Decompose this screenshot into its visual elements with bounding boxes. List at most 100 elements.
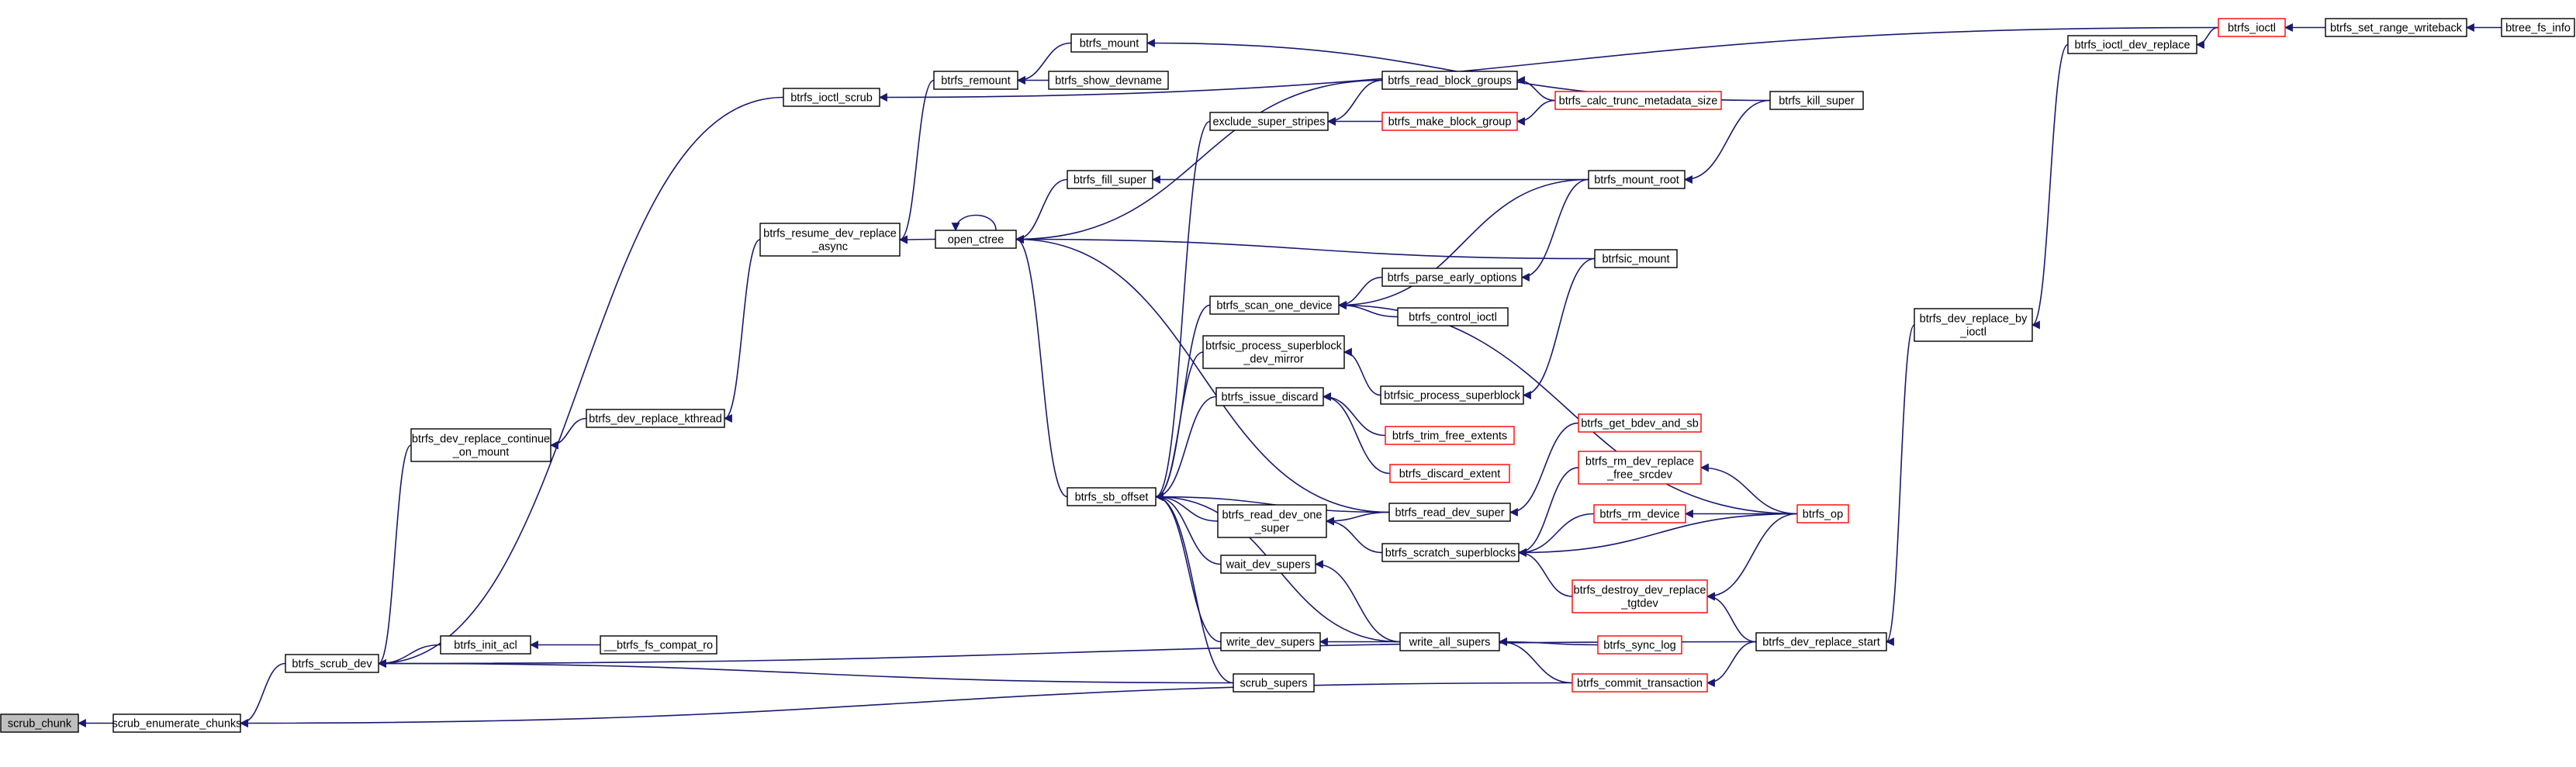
function-node-scrub-chunk[interactable]: scrub_chunk xyxy=(0,713,79,733)
function-node-btree-fs-info[interactable]: btree_fs_info xyxy=(2501,18,2575,37)
node-box[interactable] xyxy=(1399,632,1500,651)
node-box[interactable] xyxy=(2218,18,2286,37)
node-box[interactable] xyxy=(1233,673,1315,693)
function-node-btrfs-rm-device[interactable]: btrfs_rm_device xyxy=(1593,504,1686,523)
function-node-btrfs-calc-trunc-metadata-size[interactable]: btrfs_calc_trunc_metadata_size xyxy=(1554,91,1722,110)
node-box[interactable] xyxy=(1385,426,1515,445)
function-node-btrfs-dev-replace-continue-on-mount[interactable]: btrfs_dev_replace_continue_on_mount xyxy=(410,428,552,462)
node-box[interactable] xyxy=(600,635,717,655)
function-node-btrfs-parse-early-options[interactable]: btrfs_parse_early_options xyxy=(1381,268,1523,287)
node-box[interactable] xyxy=(440,635,531,655)
function-node-btrfs-dev-replace-by-ioctl[interactable]: btrfs_dev_replace_by_ioctl xyxy=(1914,308,2033,342)
node-box[interactable] xyxy=(1593,504,1686,523)
function-node-btrfs-ioctl-scrub[interactable]: btrfs_ioctl_scrub xyxy=(783,88,880,107)
function-node-btrfsic-mount[interactable]: btrfsic_mount xyxy=(1594,249,1678,268)
node-box[interactable] xyxy=(1070,33,1148,53)
node-box[interactable] xyxy=(1554,91,1722,110)
function-node-btrfs-get-bdev-and-sb[interactable]: btrfs_get_bdev_and_sb xyxy=(1578,413,1702,433)
function-node-btrfs-destroy-dev-replace-tgtdev[interactable]: btrfs_destroy_dev_replace_tgtdev xyxy=(1572,579,1708,613)
function-node-exclude-super-stripes[interactable]: exclude_super_stripes xyxy=(1209,112,1329,131)
function-node-btrfs-sb-offset[interactable]: btrfs_sb_offset xyxy=(1067,487,1157,506)
function-node-btrfs-dev-replace-kthread[interactable]: btrfs_dev_replace_kthread xyxy=(586,409,725,428)
function-node-btrfs-read-dev-super[interactable]: btrfs_read_dev_super xyxy=(1388,503,1511,522)
node-box[interactable] xyxy=(1220,555,1316,574)
node-box[interactable] xyxy=(1769,91,1864,110)
function-node-write-dev-supers[interactable]: write_dev_supers xyxy=(1220,632,1321,651)
node-box[interactable] xyxy=(1578,451,1702,485)
node-box[interactable] xyxy=(1588,170,1686,189)
function-node-btrfs-discard-extent[interactable]: btrfs_discard_extent xyxy=(1389,464,1510,483)
function-node-btrfs-make-block-group[interactable]: btrfs_make_block_group xyxy=(1381,112,1518,131)
node-box[interactable] xyxy=(935,230,1017,249)
node-box[interactable] xyxy=(112,713,241,733)
node-box[interactable] xyxy=(1397,307,1509,326)
function-node-btrfs-show-devname[interactable]: btrfs_show_devname xyxy=(1048,71,1169,90)
function-node-btrfs-ioctl-dev-replace[interactable]: btrfs_ioctl_dev_replace xyxy=(2067,35,2197,54)
function-node-scrub-supers[interactable]: scrub_supers xyxy=(1233,673,1315,693)
node-box[interactable] xyxy=(1381,71,1518,90)
node-box[interactable] xyxy=(0,713,79,733)
node-box[interactable] xyxy=(1217,504,1327,538)
node-box[interactable] xyxy=(1209,295,1340,315)
function-node-btrfs-rm-dev-replace-free-srcdev[interactable]: btrfs_rm_dev_replace_free_srcdev xyxy=(1578,451,1702,485)
function-node-btrfs-kill-super[interactable]: btrfs_kill_super xyxy=(1769,91,1864,110)
node-box[interactable] xyxy=(1572,579,1708,613)
function-node-open-ctree[interactable]: open_ctree xyxy=(935,230,1017,249)
node-box[interactable] xyxy=(1755,632,1887,651)
node-box[interactable] xyxy=(933,71,1018,90)
function-node-btrfs-mount[interactable]: btrfs_mount xyxy=(1070,33,1148,53)
node-box[interactable] xyxy=(783,88,880,107)
function-node-btrfs-read-block-groups[interactable]: btrfs_read_block_groups xyxy=(1381,71,1518,90)
function-node-btrfs-fill-super[interactable]: btrfs_fill_super xyxy=(1067,170,1153,189)
function-node-scrub-enumerate-chunks[interactable]: scrub_enumerate_chunks xyxy=(112,713,242,733)
node-box[interactable] xyxy=(1048,71,1169,90)
node-box[interactable] xyxy=(1389,464,1510,483)
node-box[interactable] xyxy=(1380,385,1524,405)
node-box[interactable] xyxy=(1796,504,1849,523)
function-node-btrfs-scan-one-device[interactable]: btrfs_scan_one_device xyxy=(1209,295,1340,315)
function-node-write-all-supers[interactable]: write_all_supers xyxy=(1399,632,1500,651)
function-node-btrfs-scrub-dev[interactable]: btrfs_scrub_dev xyxy=(285,654,379,673)
function-node-btrfs-sync-log[interactable]: btrfs_sync_log xyxy=(1597,635,1682,655)
function-node-btrfs-read-dev-one-super[interactable]: btrfs_read_dev_one_super xyxy=(1217,504,1327,538)
function-node-btrfs-mount-root[interactable]: btrfs_mount_root xyxy=(1588,170,1686,189)
node-box[interactable] xyxy=(1381,543,1520,562)
node-box[interactable] xyxy=(2067,35,2197,54)
node-box[interactable] xyxy=(1914,308,2033,342)
function-node-btrfs-control-ioctl[interactable]: btrfs_control_ioctl xyxy=(1397,307,1509,326)
node-box[interactable] xyxy=(1209,112,1329,131)
node-box[interactable] xyxy=(1067,170,1153,189)
function-node-btrfs-op[interactable]: btrfs_op xyxy=(1796,504,1849,523)
function-node-btrfs-init-acl[interactable]: btrfs_init_acl xyxy=(440,635,531,655)
node-box[interactable] xyxy=(1381,268,1523,287)
function-node-btrfs-dev-replace-start[interactable]: btrfs_dev_replace_start xyxy=(1755,632,1887,651)
node-box[interactable] xyxy=(1220,632,1321,651)
node-box[interactable] xyxy=(1388,503,1511,522)
node-box[interactable] xyxy=(1202,335,1345,369)
node-box[interactable] xyxy=(1215,387,1324,406)
node-box[interactable] xyxy=(285,654,379,673)
function-node-btrfs-ioctl[interactable]: btrfs_ioctl xyxy=(2218,18,2286,37)
function-node-btrfs-scratch-superblocks[interactable]: btrfs_scratch_superblocks xyxy=(1381,543,1520,562)
node-box[interactable] xyxy=(1572,673,1708,693)
function-node-btrfs-set-range-writeback[interactable]: btrfs_set_range_writeback xyxy=(2325,18,2467,37)
function-node-btrfs-fs-compat-ro[interactable]: __btrfs_fs_compat_ro xyxy=(600,635,717,655)
function-node-btrfs-issue-discard[interactable]: btrfs_issue_discard xyxy=(1215,387,1324,406)
function-node-btrfs-remount[interactable]: btrfs_remount xyxy=(933,71,1018,90)
function-node-btrfs-trim-free-extents[interactable]: btrfs_trim_free_extents xyxy=(1385,426,1515,445)
node-box[interactable] xyxy=(1067,487,1157,506)
function-node-wait-dev-supers[interactable]: wait_dev_supers xyxy=(1220,555,1316,574)
node-box[interactable] xyxy=(2501,18,2575,37)
node-box[interactable] xyxy=(1578,413,1702,433)
node-box[interactable] xyxy=(1594,249,1678,268)
node-box[interactable] xyxy=(2325,18,2467,37)
function-node-btrfs-commit-transaction[interactable]: btrfs_commit_transaction xyxy=(1572,673,1708,693)
function-node-btrfsic-process-superblock[interactable]: btrfsic_process_superblock xyxy=(1380,385,1524,405)
node-box[interactable] xyxy=(1597,635,1682,655)
function-node-btrfsic-process-superblock-dev-mirror[interactable]: btrfsic_process_superblock_dev_mirror xyxy=(1202,335,1345,369)
function-node-btrfs-resume-dev-replace-async[interactable]: btrfs_resume_dev_replace_async xyxy=(759,223,901,257)
node-box[interactable] xyxy=(759,223,901,257)
node-box[interactable] xyxy=(1381,112,1518,131)
node-box[interactable] xyxy=(410,428,552,462)
node-box[interactable] xyxy=(586,409,725,428)
